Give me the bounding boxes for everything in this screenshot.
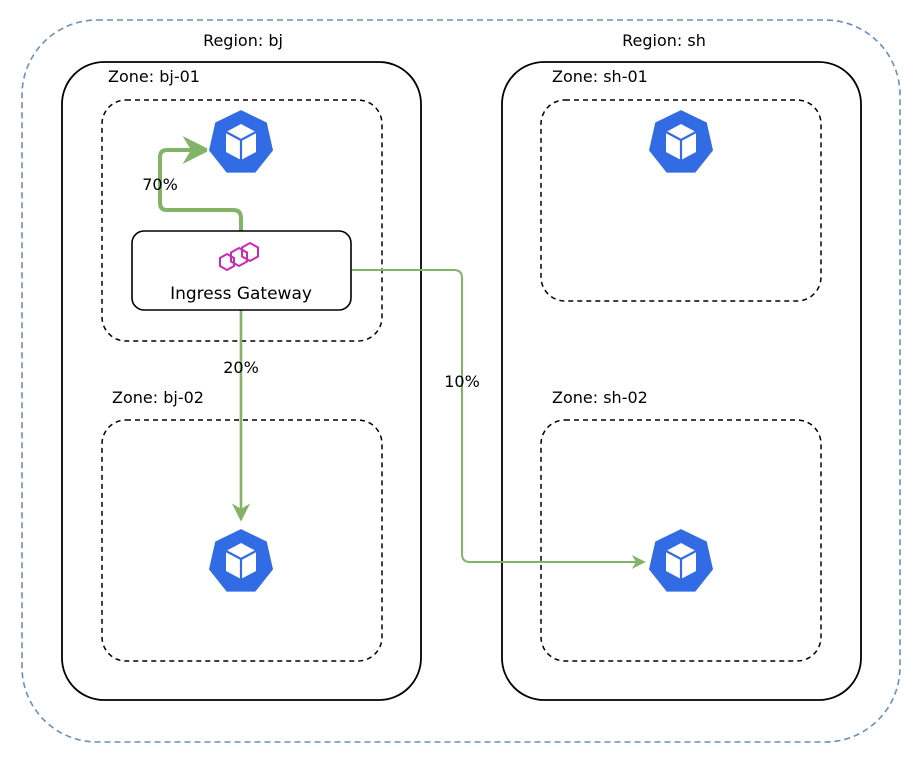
kubernetes-cube-icon[interactable]	[206, 526, 276, 594]
route-10-line	[352, 269, 646, 569]
zone-bj-02-box	[101, 419, 383, 662]
region-label-sh: Region: sh	[622, 31, 706, 50]
region-sh-box	[501, 61, 862, 701]
route-70-line	[158, 136, 243, 231]
zone-label-bj-02: Zone: bj-02	[112, 388, 204, 407]
zone-label-sh-02: Zone: sh-02	[552, 388, 648, 407]
ingress-gateway-box	[131, 230, 352, 311]
region-bj-box	[61, 61, 422, 701]
route-weight-10: 10%	[444, 372, 480, 391]
outer-boundary	[21, 19, 901, 743]
envoy-icon	[219, 241, 259, 272]
kubernetes-cube-icon[interactable]	[646, 526, 716, 594]
zone-label-bj-01: Zone: bj-01	[108, 67, 200, 86]
kubernetes-cube-icon[interactable]	[646, 107, 716, 175]
region-label-bj: Region: bj	[203, 31, 283, 50]
route-weight-20: 20%	[223, 358, 259, 377]
ingress-gateway-node[interactable]: Ingress Gateway	[131, 230, 352, 311]
ingress-gateway-label: Ingress Gateway	[170, 284, 312, 304]
kubernetes-cube-icon[interactable]	[206, 107, 276, 175]
route-weight-70: 70%	[142, 175, 178, 194]
zone-sh-01-box	[540, 99, 822, 302]
zone-sh-02-box	[540, 419, 822, 662]
zone-label-sh-01: Zone: sh-01	[552, 67, 648, 86]
